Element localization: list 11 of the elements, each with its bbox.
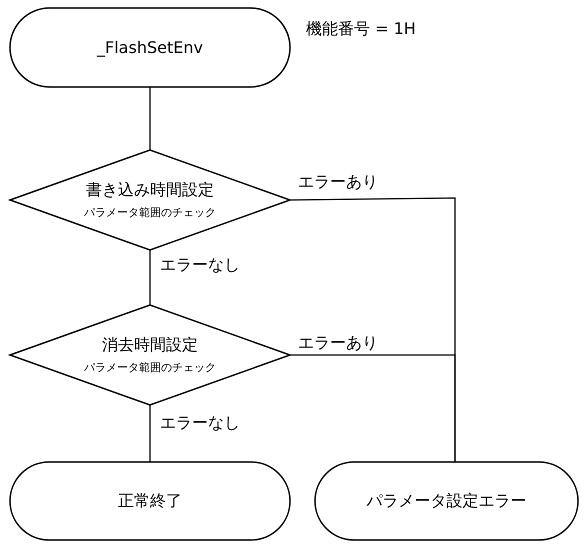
node-subtext: パラメータ範囲のチェック: [84, 205, 216, 220]
node-label: _FlashSetEnv: [97, 38, 203, 57]
connector-line: [290, 354, 456, 462]
connector-line: [149, 405, 151, 462]
connector-line: [149, 250, 151, 305]
connector-line: [149, 87, 151, 150]
node-label: 正常終了: [118, 490, 182, 512]
node-label: 消去時間設定: [102, 335, 198, 356]
node-label: 書き込み時間設定: [86, 180, 214, 201]
node-label: パラメータ設定エラー: [366, 490, 526, 512]
node-subtext: パラメータ範囲のチェック: [84, 360, 216, 375]
